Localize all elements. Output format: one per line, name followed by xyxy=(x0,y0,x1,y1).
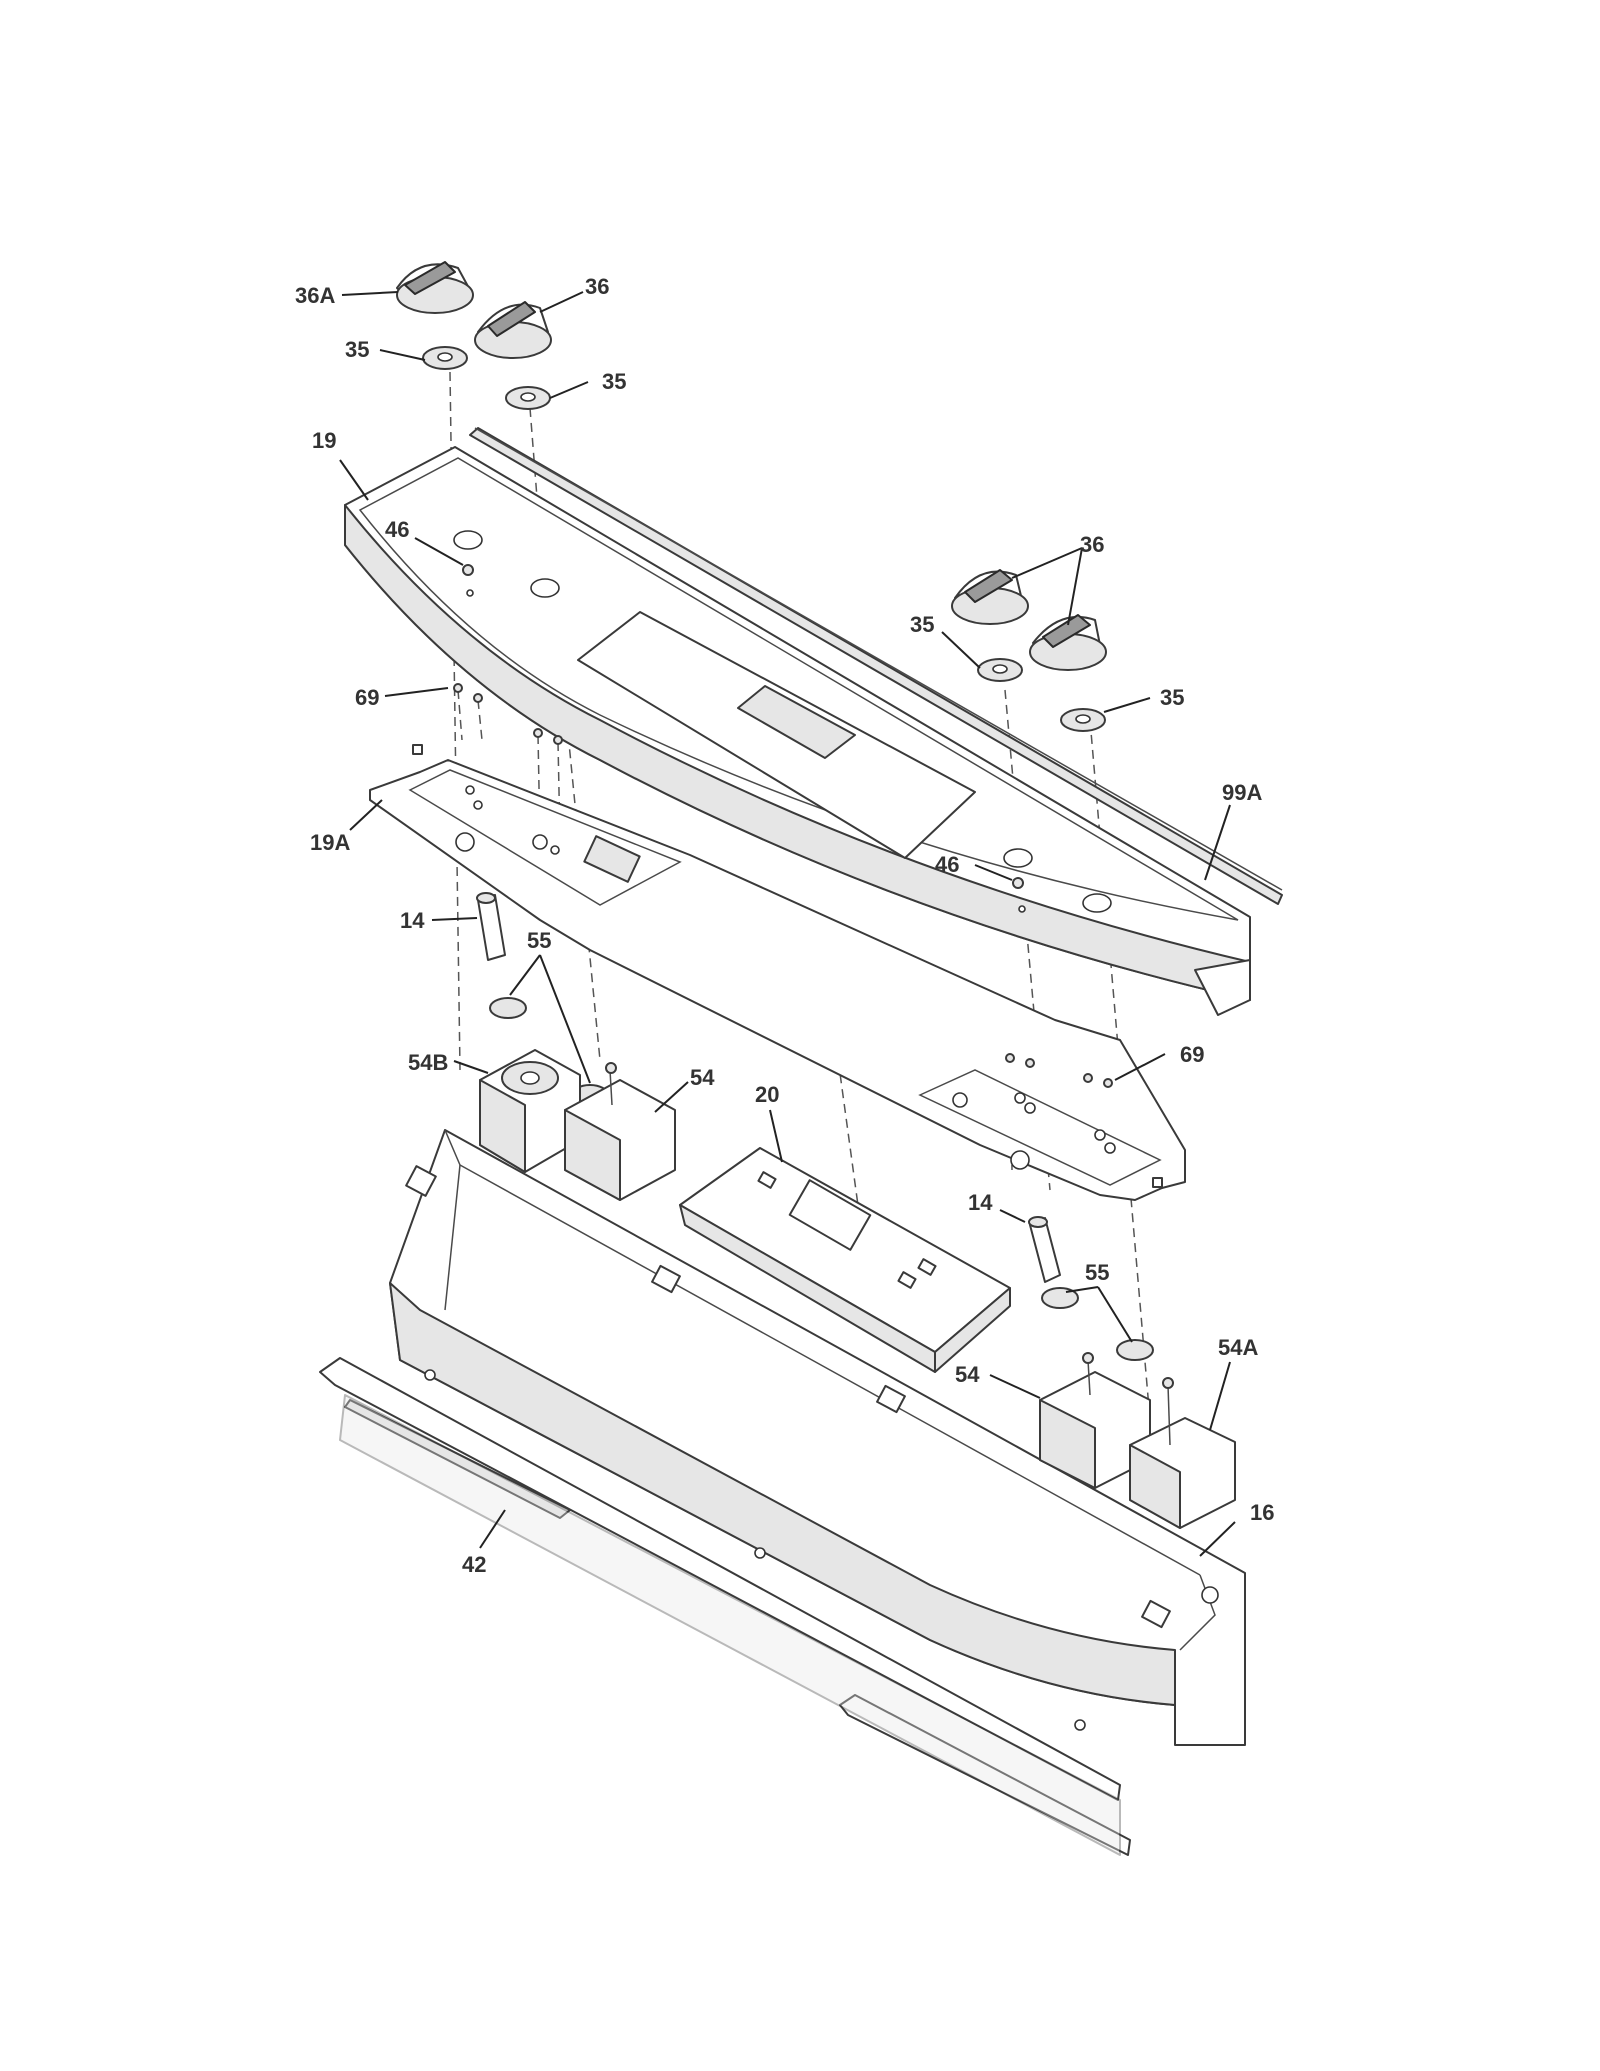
callout-69-left: 69 xyxy=(355,685,379,710)
callout-54b: 54B xyxy=(408,1050,448,1075)
callout-19a: 19A xyxy=(310,830,350,855)
part-54a-switch xyxy=(1129,1377,1236,1529)
callout-36-right: 36 xyxy=(1080,532,1104,557)
part-36a-knob xyxy=(396,261,474,314)
callout-42: 42 xyxy=(462,1552,486,1577)
callout-46-right: 46 xyxy=(935,852,959,877)
callout-55-left: 55 xyxy=(527,928,551,953)
part-69-screws xyxy=(453,683,1113,1088)
callout-54a: 54A xyxy=(1218,1335,1258,1360)
part-36-knob-top xyxy=(474,301,552,359)
part-99a-seal-strip xyxy=(469,427,1283,905)
callout-14-left: 14 xyxy=(400,908,425,933)
callout-54-right: 54 xyxy=(955,1362,980,1387)
part-54b-switch xyxy=(479,1049,581,1173)
callout-36a: 36A xyxy=(295,283,335,308)
part-42-trim-strip xyxy=(319,1357,1131,1856)
part-36-knob-right-a xyxy=(951,569,1029,625)
callout-35-right-right: 35 xyxy=(1160,685,1184,710)
part-54-switch-right xyxy=(1039,1352,1151,1489)
part-14-indicator-lights xyxy=(476,892,1061,1283)
callout-19: 19 xyxy=(312,428,336,453)
callout-labels: 36A 36 35 35 19 46 36 35 35 69 99A 19A 4… xyxy=(295,274,1274,1577)
callout-99a: 99A xyxy=(1222,780,1262,805)
part-19a-bracket-plate xyxy=(369,744,1186,1201)
callout-35-top-left: 35 xyxy=(345,337,369,362)
callout-14-right: 14 xyxy=(968,1190,993,1215)
callout-35-right-left: 35 xyxy=(910,612,934,637)
part-54-switch-left xyxy=(564,1062,676,1201)
callout-36-top: 36 xyxy=(585,274,609,299)
callout-35-top-center: 35 xyxy=(602,369,626,394)
part-16-control-frame xyxy=(389,1129,1246,1746)
part-20-control-board xyxy=(679,1147,1011,1373)
part-19-console-top xyxy=(344,446,1251,1016)
callout-leaders xyxy=(339,291,1236,1557)
part-46-screws xyxy=(462,564,1024,889)
part-35-bezels xyxy=(422,346,1106,732)
callout-20: 20 xyxy=(755,1082,779,1107)
callout-46-left: 46 xyxy=(385,517,409,542)
callout-69-right: 69 xyxy=(1180,1042,1204,1067)
part-36-knob-right-b xyxy=(1029,614,1107,671)
callout-54-left: 54 xyxy=(690,1065,715,1090)
callout-16: 16 xyxy=(1250,1500,1274,1525)
callout-55-right: 55 xyxy=(1085,1260,1109,1285)
